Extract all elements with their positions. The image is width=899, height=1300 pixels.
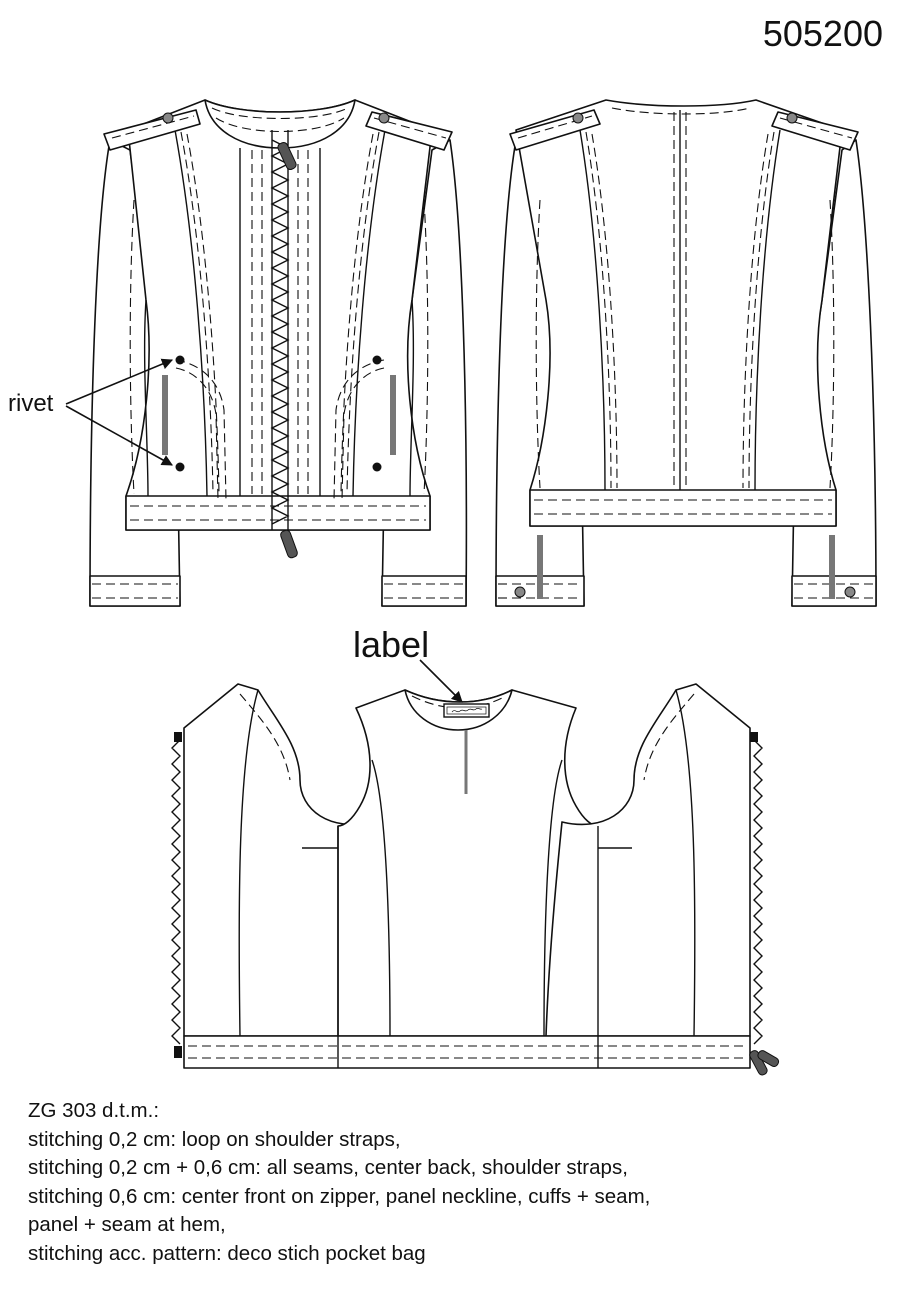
rivet-callout: rivet — [8, 390, 54, 417]
front-body — [125, 99, 433, 531]
sleeve-vent-icon — [829, 535, 835, 599]
front-zipper — [270, 139, 290, 525]
back-body — [515, 99, 843, 527]
note-line: ZG 303 d.t.m.: — [28, 1099, 160, 1122]
note-line: stitching 0,6 cm: center front on zipper… — [28, 1184, 651, 1208]
strap-button-icon — [162, 112, 174, 124]
jacket-front-view — [65, 99, 468, 607]
front-neckline-panel — [204, 99, 356, 149]
label-callout: label — [353, 624, 430, 665]
stitching-notes: ZG 303 d.t.m.: stitching 0,2 cm: loop on… — [28, 1097, 888, 1269]
article-number: 505200 — [762, 13, 883, 54]
back-hem-band — [529, 489, 837, 527]
zipper-pull-inside-icon — [757, 1050, 780, 1067]
front-left-cuff — [89, 575, 181, 607]
rivet-icon — [175, 462, 185, 472]
strap-button-icon — [378, 112, 390, 124]
note-line: stitching acc. pattern: deco stich pocke… — [28, 1241, 426, 1265]
note-line: stitching 0,2 cm: loop on shoulder strap… — [28, 1127, 401, 1151]
strap-button-icon — [786, 112, 798, 124]
brand-logo-icon — [451, 707, 483, 713]
cuff-button-icon — [844, 586, 856, 598]
zipper-stop-icon — [174, 732, 182, 742]
front-hem-band — [125, 495, 431, 531]
rivet-icon — [372, 355, 382, 365]
rivet-arrow — [65, 358, 174, 405]
cuff-button-icon — [514, 586, 526, 598]
pocket-opening-icon — [390, 375, 396, 455]
inside-right-front — [545, 683, 751, 1037]
zipper-pull-top-icon — [277, 142, 297, 170]
label-arrow — [419, 659, 463, 703]
zipper-pull-bottom-icon — [280, 529, 298, 559]
rivet-icon — [372, 462, 382, 472]
jacket-inside-view — [171, 659, 780, 1076]
strap-button-icon — [572, 112, 584, 124]
jacket-back-view — [495, 99, 877, 607]
front-right-cuff — [381, 575, 467, 607]
inside-left-zipper — [171, 739, 181, 1045]
zipper-stop-icon — [750, 732, 758, 742]
note-line: stitching 0,2 cm + 0,6 cm: all seams, ce… — [28, 1156, 628, 1180]
rivet-arrow — [65, 405, 173, 466]
note-line: panel + seam at hem, — [28, 1213, 226, 1237]
sleeve-vent-icon — [537, 535, 543, 599]
pocket-opening-icon — [162, 375, 168, 455]
inside-hem-facing — [183, 1035, 751, 1069]
zipper-stop-icon — [174, 1046, 182, 1058]
rivet-icon — [175, 355, 185, 365]
inside-right-zipper — [753, 739, 763, 1045]
